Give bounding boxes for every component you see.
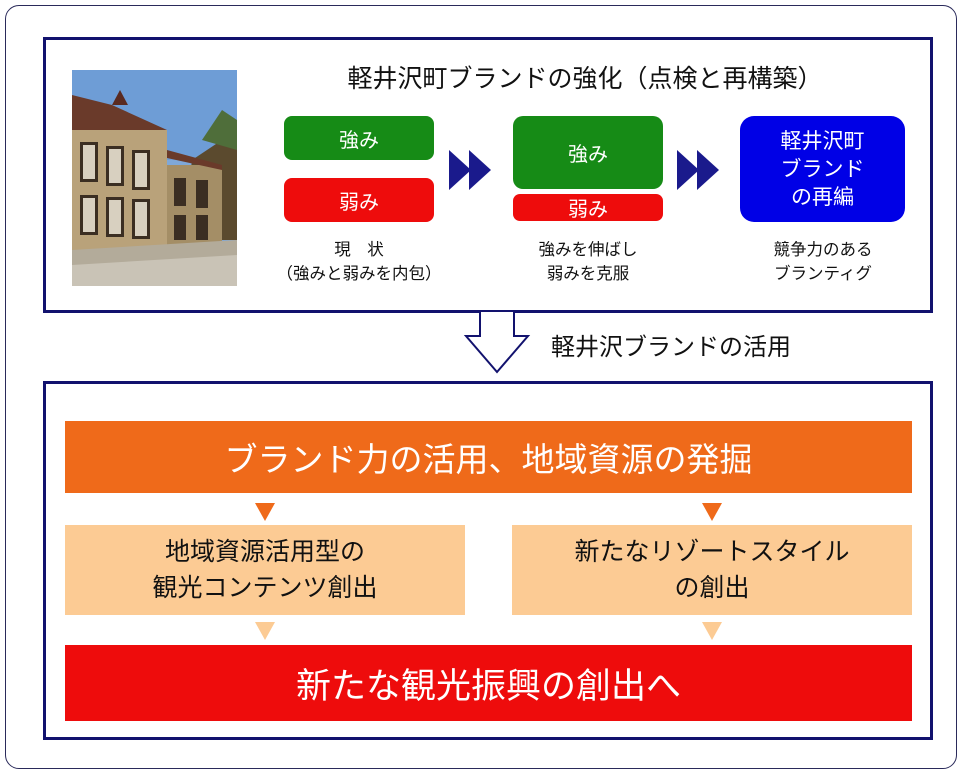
- brand-utilization-label: 軽井沢ブランドの活用: [551, 333, 791, 361]
- weakness-box: 弱み: [284, 178, 434, 222]
- grow-overcome-caption: 強みを伸ばし 弱みを克服: [538, 240, 638, 283]
- down-triangle-icon: [702, 503, 722, 521]
- hollow-down-arrow-icon: [463, 312, 531, 374]
- building-photo: [72, 70, 237, 286]
- current-state-caption: 現 状 （強みと弱みを内包）: [276, 240, 442, 283]
- brand-reorganization-box: 軽井沢町 ブランド の再編: [740, 116, 905, 222]
- double-chevron-right-icon: [449, 150, 491, 190]
- strength-box-expanded: 強み: [513, 116, 663, 189]
- resort-style-box: 新たなリゾートスタイル の創出: [512, 525, 912, 615]
- down-triangle-icon: [255, 503, 275, 521]
- brand-title: 軽井沢町ブランドの強化（点検と再構築）: [347, 64, 823, 93]
- outer-frame: [5, 5, 957, 769]
- brand-power-header: ブランド力の活用、地域資源の発掘: [65, 421, 912, 493]
- strength-box: 強み: [284, 116, 434, 160]
- new-tourism-footer: 新たな観光振興の創出へ: [65, 645, 912, 721]
- down-triangle-icon: [255, 622, 275, 640]
- competitive-branding-caption: 競争力のある ブランティグ: [773, 240, 873, 283]
- down-triangle-icon: [702, 622, 722, 640]
- tourism-content-box: 地域資源活用型の 観光コンテンツ創出: [65, 525, 465, 615]
- double-chevron-right-icon: [677, 150, 719, 190]
- weakness-box-reduced: 弱み: [513, 194, 663, 221]
